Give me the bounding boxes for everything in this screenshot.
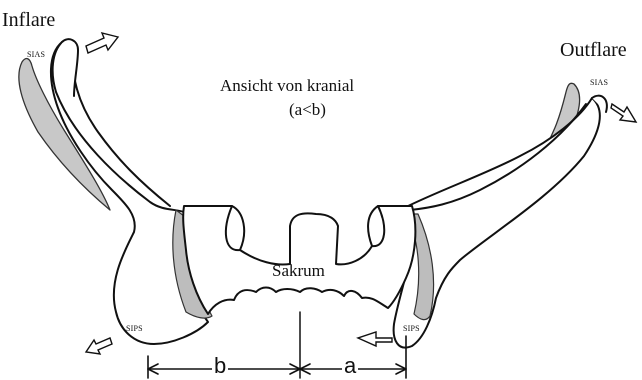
segment-b-label: b (212, 355, 228, 377)
sakrum-label: Sakrum (272, 262, 325, 279)
left-iliac-shading (19, 59, 110, 210)
inflare-sias-arrow-icon (86, 33, 118, 53)
sacrum (183, 206, 415, 314)
sips-right-label: SIPS (403, 325, 420, 333)
outflare-sips-arrow-icon (358, 332, 392, 346)
sips-left-label: SIPS (126, 325, 143, 333)
outflare-sias-arrow-icon (611, 104, 636, 122)
sias-right-label: SIAS (590, 79, 608, 87)
outflare-label: Outflare (560, 40, 627, 60)
inflare-sips-arrow-icon (86, 338, 112, 354)
segment-a-label: a (342, 355, 358, 377)
inflare-label: Inflare (2, 10, 55, 30)
sias-left-label: SIAS (27, 51, 45, 59)
view-title: Ansicht von kranial (220, 77, 354, 94)
left-ilium (19, 39, 212, 344)
right-ilium (394, 83, 607, 347)
view-condition: (a<b) (289, 101, 326, 118)
